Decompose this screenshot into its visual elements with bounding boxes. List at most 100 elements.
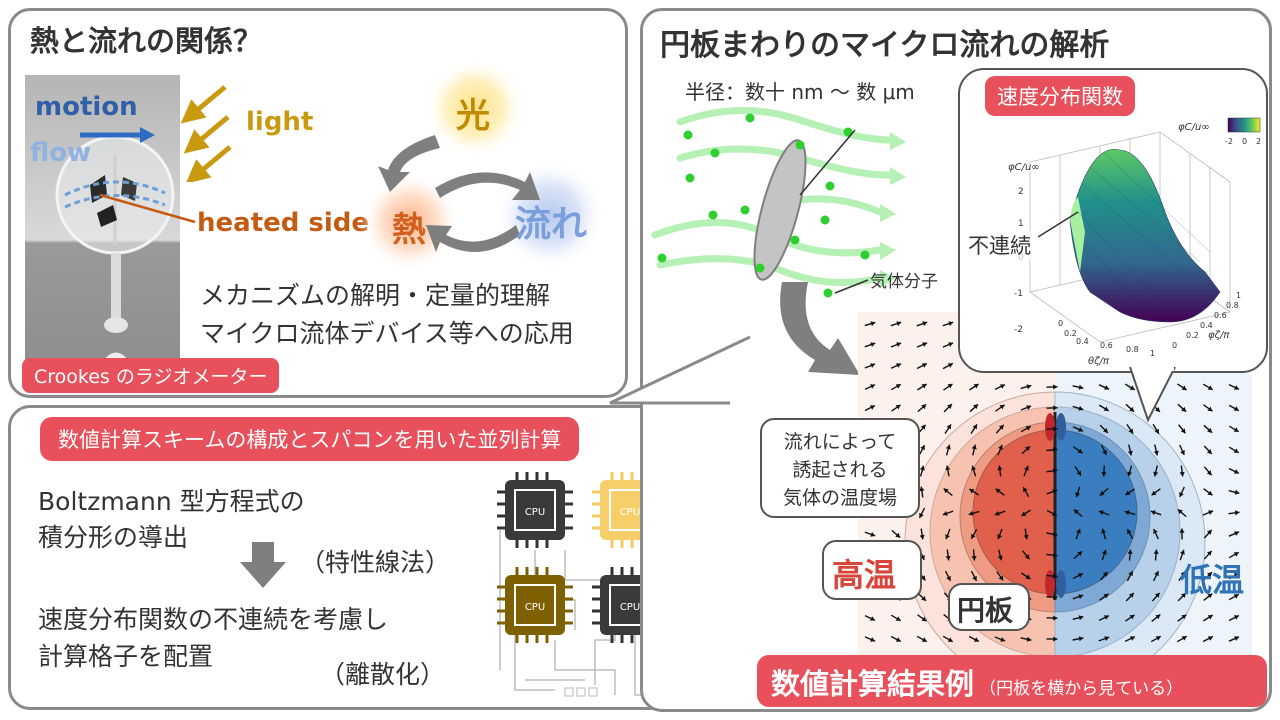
velocity-arrowhead: [920, 555, 925, 560]
cycle-arrows: [378, 135, 540, 252]
velocity-arrowhead: [1078, 427, 1083, 432]
velocity-arrowhead: [943, 488, 949, 494]
vdf-colorbar: φC/u∞ -2 0 2: [1178, 117, 1261, 146]
velocity-vectors: [864, 321, 1240, 684]
velocity-arrowhead: [1153, 529, 1158, 534]
temperature-callout-line1: 流れによって: [783, 431, 897, 453]
velocity-arrowhead: [1207, 572, 1212, 577]
velocity-arrowhead: [1179, 471, 1185, 477]
velocity-arrowhead: [895, 404, 901, 410]
velocity-arrowhead: [1127, 549, 1133, 554]
cpu-label-4: CPU: [620, 602, 640, 613]
velocity-arrowhead: [1025, 574, 1031, 579]
velocity-arrowhead: [1103, 615, 1109, 620]
velocity-arrowhead: [947, 637, 953, 642]
velocity-arrowhead: [1181, 593, 1186, 598]
velocity-arrowhead: [1125, 490, 1131, 495]
velocity-arrowhead: [1021, 511, 1027, 516]
step1-note: （特性線法）: [300, 548, 451, 577]
temperature-callout-line2: 誘起される: [792, 459, 888, 481]
velocity-arrowhead: [1078, 594, 1084, 599]
velocity-arrowhead: [947, 363, 953, 368]
velocity-arrowhead: [1129, 636, 1135, 641]
step2-note: （離散化）: [320, 660, 446, 689]
velocity-arrowhead: [919, 512, 924, 518]
cold-contours: [1054, 391, 1206, 692]
velocity-arrowhead: [1180, 571, 1186, 577]
vdf-ztick-1: 1: [1018, 219, 1024, 229]
velocity-arrowhead: [1053, 552, 1058, 558]
velocity-arrowhead: [946, 424, 951, 430]
velocity-arrowhead: [1127, 471, 1133, 477]
velocity-arrowhead: [921, 616, 927, 622]
step2-line1: 速度分布関数の不連続を考慮し: [38, 605, 389, 634]
vdf-mesh: [1077, 153, 1211, 318]
velocity-arrowhead: [1154, 571, 1159, 577]
velocity-arrowhead: [1233, 427, 1239, 432]
disk-tip-cold-top: [1056, 413, 1066, 441]
velocity-arrowhead: [1181, 385, 1187, 391]
motion-label: motion: [35, 92, 138, 122]
velocity-arrowhead: [921, 596, 926, 601]
velocity-arrowhead: [1233, 469, 1239, 474]
velocity-arrowhead: [870, 321, 876, 327]
velocity-arrowhead: [921, 404, 927, 410]
vdf-xtick-3: 0.6: [1100, 341, 1113, 350]
discontinuity-label: 不連続: [968, 230, 1031, 260]
velocity-arrowhead: [1206, 470, 1212, 476]
velocity-arrowhead: [1181, 406, 1187, 412]
velocity-arrowhead: [921, 637, 927, 642]
velocity-arrowhead: [973, 404, 978, 410]
velocity-arrowhead: [946, 575, 951, 581]
velocity-arrowhead: [1177, 509, 1183, 515]
velocity-arrowhead: [1099, 490, 1105, 496]
velocity-arrowhead: [1153, 549, 1159, 554]
velocity-arrowhead: [971, 465, 977, 471]
velocity-arrowhead: [1154, 428, 1159, 434]
velocity-arrowhead: [870, 342, 876, 347]
velocity-arrowhead: [1127, 450, 1133, 456]
velocity-arrowhead: [1179, 528, 1185, 533]
velocity-arrowhead: [1053, 405, 1058, 411]
light-glow: [425, 60, 525, 158]
vdf-callout-tail: [1129, 365, 1176, 423]
numerical-scheme-tag: 数値計算スキームの構成とスパコンを用いた並列計算: [40, 417, 580, 461]
vdf-colorbar-tick-0: -2: [1225, 137, 1233, 146]
molecule-leader: [834, 279, 869, 294]
velocity-arrowhead: [998, 444, 1003, 450]
velocity-arrowhead: [1103, 593, 1109, 599]
velocity-arrowhead: [1206, 449, 1212, 454]
vdf-ylabel: φζ/π: [1208, 330, 1230, 341]
velocity-arrowhead: [1077, 573, 1083, 578]
velocity-arrowhead: [1053, 573, 1058, 579]
velocity-arrowhead: [1098, 510, 1104, 515]
velocity-arrowhead: [1101, 528, 1107, 534]
velocity-arrowhead: [1208, 510, 1214, 515]
radius-label: 半径：数十 nm ～ 数 μm: [685, 80, 915, 104]
velocity-arrowhead: [948, 342, 954, 347]
velocity-arrowhead: [1207, 636, 1213, 641]
radiometer-caption: Crookes のラジオメーター: [22, 358, 280, 393]
vdf-colorbar-label: φC/u∞: [1178, 122, 1210, 133]
vdf-colorbar-tick-2: 2: [1256, 137, 1261, 146]
velocity-arrowhead: [1053, 384, 1058, 390]
velocity-arrowhead: [896, 321, 902, 327]
velocity-arrowhead: [921, 384, 927, 389]
velocity-arrowhead: [1052, 468, 1058, 474]
velocity-arrowhead: [1129, 614, 1135, 620]
temperature-callout: 流れによって 誘起される 気体の温度場: [760, 418, 920, 518]
velocity-arrowhead: [1026, 405, 1032, 410]
velocity-arrowhead: [1207, 615, 1213, 620]
velocity-arrowhead: [920, 575, 926, 581]
application-line: マイクロ流体デバイス等への応用: [200, 319, 574, 348]
velocity-arrowhead: [1000, 384, 1005, 389]
vdf-zticks: 2 1 0 -1 -2: [1014, 187, 1024, 335]
vdf-ytick-1: 0.2: [1186, 331, 1199, 340]
cpu-label-2: CPU: [620, 507, 640, 518]
velocity-arrowhead: [1023, 487, 1028, 493]
velocity-arrowhead: [972, 575, 977, 581]
vdf-xtick-5: 1: [1150, 349, 1155, 358]
velocity-arrowhead: [1078, 615, 1084, 621]
velocity-arrowhead: [998, 575, 1004, 581]
velocity-arrowhead: [870, 363, 876, 368]
